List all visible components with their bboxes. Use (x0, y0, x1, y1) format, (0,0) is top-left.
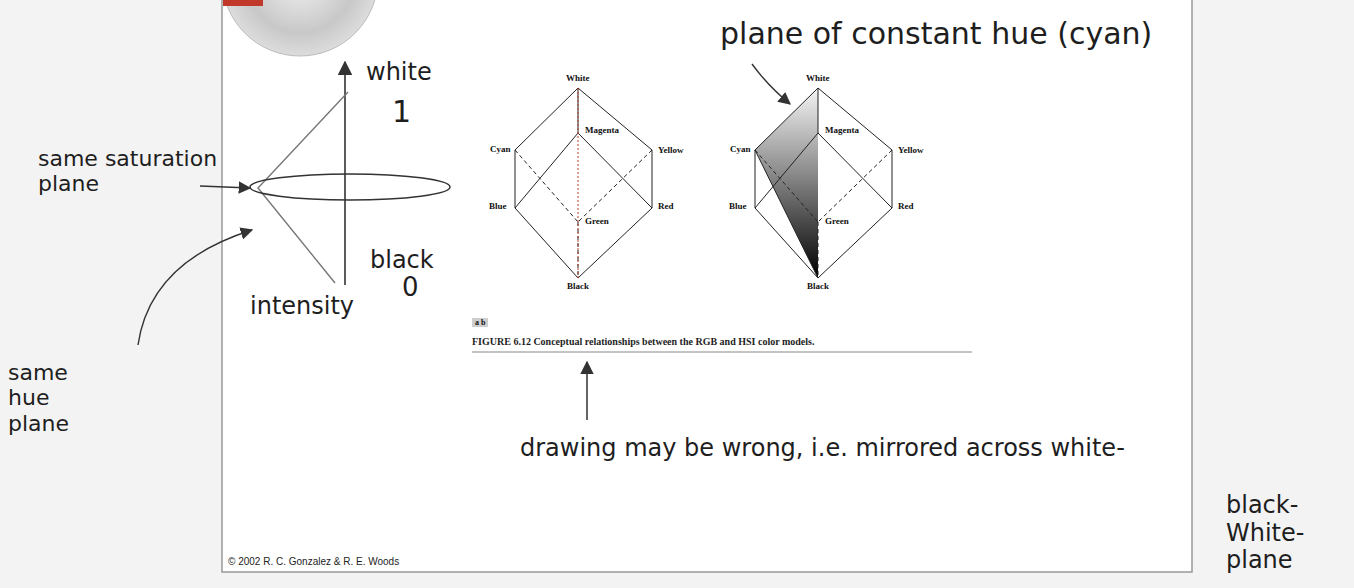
cube-outline (755, 88, 892, 278)
handwritten-note: same saturation plane (38, 146, 238, 197)
cube-edge (515, 133, 578, 208)
rgb-cube (515, 88, 652, 278)
axis-value: 0 (402, 272, 419, 302)
vertex-label: White (565, 73, 591, 83)
leader-arrow (586, 362, 588, 420)
handwritten-note: plane of constant hue (cyan) (720, 16, 1152, 51)
vertex-label: Blue (728, 201, 748, 211)
cube-outline (515, 88, 652, 278)
hue-plane (755, 88, 818, 278)
handwritten-note: black- White- plane (1226, 492, 1316, 575)
cone-outline (258, 92, 348, 283)
copyright-note: © 2002 R. C. Gonzalez & R. E. Woods (228, 556, 399, 567)
saturation-ellipse (250, 174, 450, 200)
leader-arrow (200, 186, 250, 188)
corner-strip (223, 0, 263, 6)
color-wheel (222, 0, 378, 56)
vertex-label: Yellow (897, 145, 925, 155)
vertex-label: Yellow (657, 145, 685, 155)
vertex-label: Blue (488, 201, 508, 211)
vertex-label: Green (584, 216, 610, 226)
hidden-edge (515, 150, 578, 222)
vertex-label: Magenta (824, 125, 860, 135)
vertex-label: Magenta (584, 125, 620, 135)
panel-letters: a b (472, 318, 488, 327)
leader-arrow (752, 64, 790, 104)
handwritten-note: same hue plane (8, 360, 116, 436)
vertex-label: Black (566, 281, 590, 291)
hidden-edge (755, 150, 818, 222)
cube-edge (818, 88, 819, 133)
caption-rule (472, 352, 972, 353)
slide-frame (222, 0, 1192, 572)
vertex-label: Cyan (729, 144, 752, 154)
figure-caption: FIGURE 6.12 Conceptual relationships bet… (472, 336, 814, 347)
cube-edge (755, 133, 818, 208)
vertex-label: White (805, 73, 831, 83)
cube-edge (818, 133, 892, 208)
cube-edge (578, 133, 652, 208)
vertex-label: Cyan (489, 144, 512, 154)
hidden-edge (818, 222, 819, 278)
axis-label: intensity (250, 292, 354, 320)
axis-label: white (366, 58, 432, 86)
gray-axis (578, 88, 579, 278)
axis-label: black (370, 246, 434, 274)
vertex-label: Black (806, 281, 830, 291)
leader-arrow (138, 230, 252, 345)
cube-edge (578, 88, 579, 133)
hidden-edge (818, 150, 892, 222)
plane-edge (755, 150, 818, 278)
vertex-label: Red (657, 201, 675, 211)
axis-value: 1 (392, 94, 411, 129)
rgb-cube (755, 88, 892, 278)
vertex-label: Red (897, 201, 915, 211)
handwritten-note: drawing may be wrong, i.e. mirrored acro… (520, 434, 1125, 462)
hidden-edge (578, 150, 652, 222)
vertex-label: Green (824, 216, 850, 226)
